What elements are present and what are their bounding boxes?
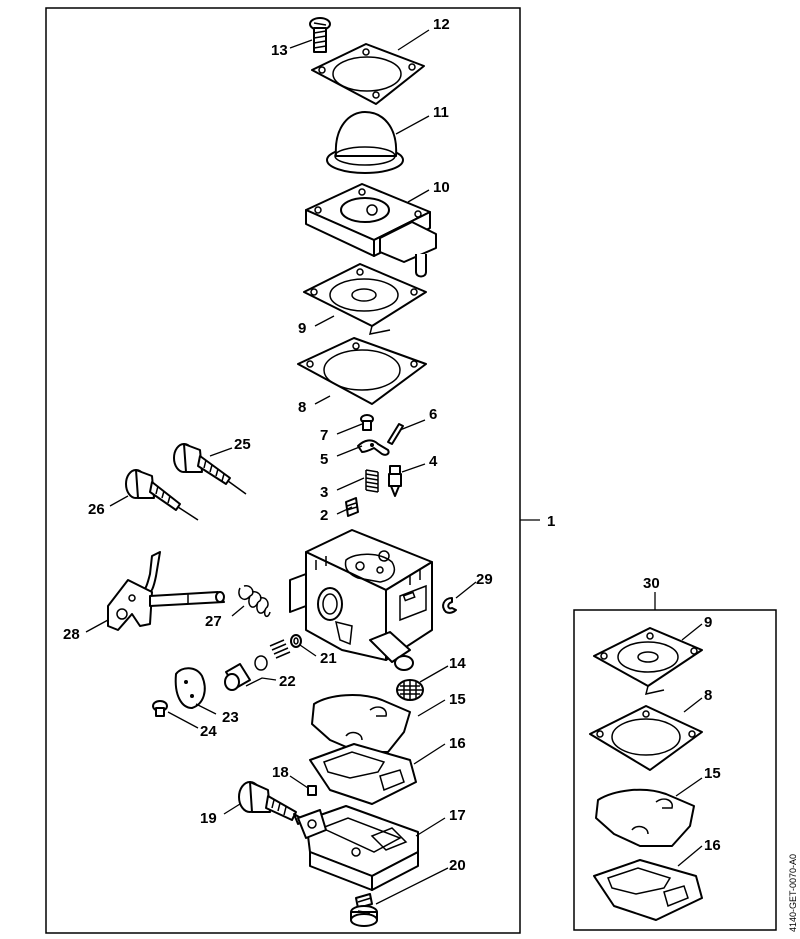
part-3-spring bbox=[365, 469, 379, 493]
callout-20: 20 bbox=[449, 857, 466, 874]
callout-29: 29 bbox=[476, 571, 493, 588]
part-19-adjusting-screw bbox=[238, 781, 305, 825]
kit-callout-15: 15 bbox=[704, 765, 721, 782]
kit-part-9-diaphragm bbox=[593, 627, 703, 695]
callout-18: 18 bbox=[272, 764, 289, 781]
callout-27: 27 bbox=[205, 613, 222, 630]
callout-1: 1 bbox=[547, 513, 555, 530]
main-assembly-frame bbox=[45, 7, 521, 934]
kit-callout-9: 9 bbox=[704, 614, 712, 631]
callout-16: 16 bbox=[449, 735, 466, 752]
part-11-primer-bulb bbox=[326, 111, 404, 174]
callout-24: 24 bbox=[200, 723, 217, 740]
callout-labels: 1 2 3 4 5 6 7 8 9 10 11 12 13 14 15 16 1… bbox=[63, 16, 721, 874]
callout-11: 11 bbox=[433, 104, 449, 121]
part-29-retaining-ring bbox=[442, 597, 457, 614]
part-7-screw bbox=[360, 414, 374, 431]
callout-3: 3 bbox=[320, 484, 328, 501]
part-8-gasket bbox=[297, 337, 427, 405]
part-4-inlet-needle bbox=[388, 465, 402, 497]
part-5-lever bbox=[357, 439, 390, 456]
callout-4: 4 bbox=[429, 453, 438, 470]
part-6-pin bbox=[387, 423, 404, 445]
part-16-gasket bbox=[309, 743, 417, 805]
part-9-diaphragm bbox=[303, 263, 427, 335]
part-27-spring bbox=[238, 585, 271, 618]
part-22-idle-jet bbox=[224, 639, 291, 691]
part-14-strainer bbox=[396, 679, 424, 701]
part-17-end-cover bbox=[297, 805, 419, 891]
callout-30: 30 bbox=[643, 575, 660, 592]
part-20-screw bbox=[350, 893, 378, 927]
callout-23: 23 bbox=[222, 709, 239, 726]
callout-22: 22 bbox=[279, 673, 296, 690]
callout-6: 6 bbox=[429, 406, 437, 423]
callout-14: 14 bbox=[449, 655, 466, 672]
part-21-ring bbox=[290, 634, 302, 648]
callout-12: 12 bbox=[433, 16, 450, 33]
callout-21: 21 bbox=[320, 650, 337, 667]
part-18-plug bbox=[307, 785, 317, 796]
callout-10: 10 bbox=[433, 179, 450, 196]
repair-kit-frame bbox=[573, 609, 777, 931]
part-26-adjusting-screw bbox=[125, 469, 199, 521]
part-10-pump-cover bbox=[305, 183, 437, 278]
part-23-plate bbox=[174, 667, 206, 709]
callout-2: 2 bbox=[320, 507, 328, 524]
callout-17: 17 bbox=[449, 807, 466, 824]
callout-8: 8 bbox=[298, 399, 306, 416]
carburetor-body bbox=[289, 529, 433, 671]
kit-part-8-gasket bbox=[589, 705, 703, 771]
callout-15: 15 bbox=[449, 691, 466, 708]
callout-7: 7 bbox=[320, 427, 328, 444]
callout-5: 5 bbox=[320, 451, 328, 468]
leader-lines bbox=[85, 29, 703, 905]
callout-28: 28 bbox=[63, 626, 80, 643]
callout-13: 13 bbox=[271, 42, 288, 59]
part-13-screw bbox=[309, 17, 331, 53]
kit-callout-16: 16 bbox=[704, 837, 721, 854]
part-28-throttle-shaft bbox=[107, 551, 225, 631]
kit-part-15-diaphragm bbox=[595, 788, 695, 847]
part-25-adjusting-screw bbox=[173, 443, 247, 495]
part-12-gasket bbox=[311, 43, 425, 105]
callout-19: 19 bbox=[200, 810, 217, 827]
kit-part-16-gasket bbox=[593, 859, 703, 921]
callout-25: 25 bbox=[234, 436, 251, 453]
part-15-diaphragm bbox=[311, 694, 411, 753]
part-24-screw bbox=[152, 700, 168, 717]
kit-callout-8: 8 bbox=[704, 687, 712, 704]
callout-26: 26 bbox=[88, 501, 105, 518]
callout-9: 9 bbox=[298, 320, 306, 337]
drawing-code: 4140-GET-0070-A0 bbox=[788, 854, 798, 932]
